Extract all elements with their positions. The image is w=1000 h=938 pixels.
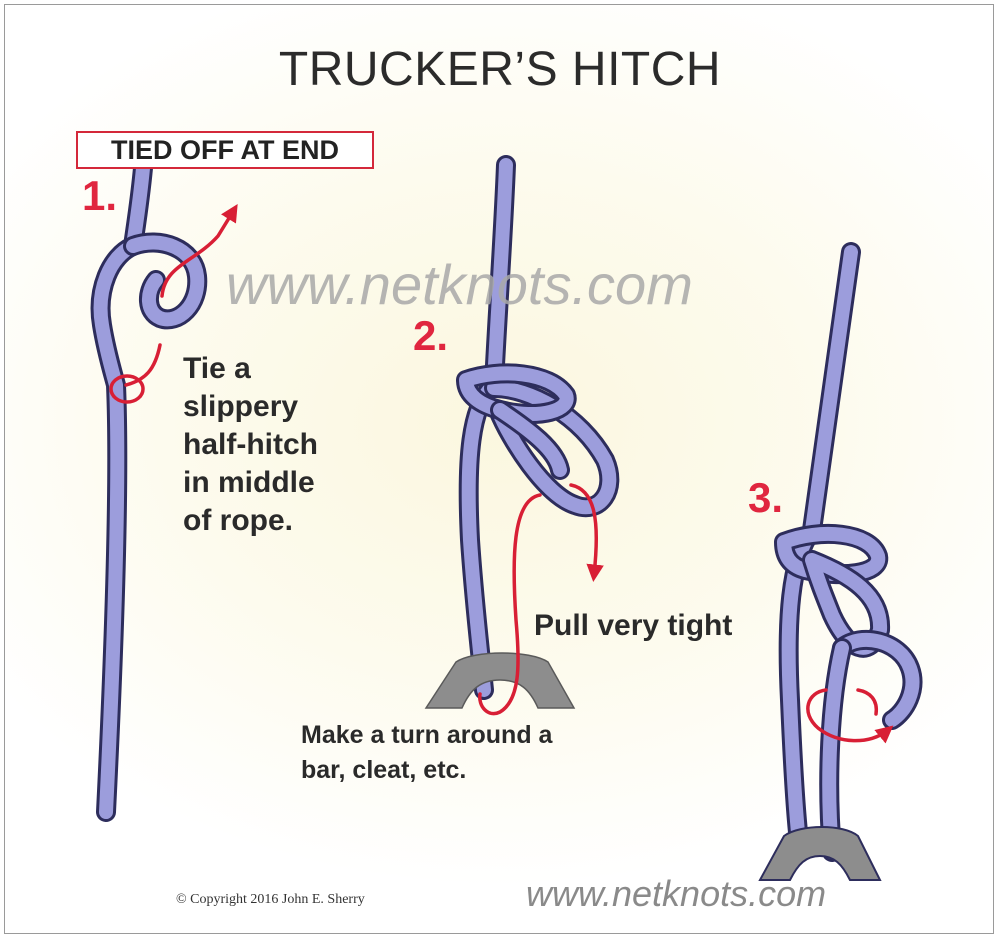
step1-caption-line: of rope. [183, 504, 293, 537]
step1-caption-line: Tie a [183, 352, 251, 385]
step3-rope [774, 242, 923, 862]
step1-caption-line: slippery [183, 390, 299, 423]
step3-bar [758, 826, 882, 881]
turn-caption-line: Make a turn around a [301, 721, 553, 749]
tied-off-label: TIED OFF AT END [76, 131, 374, 169]
turn-caption: Make a turn around a bar, cleat, etc. [301, 718, 552, 788]
step1-rope [90, 158, 208, 822]
watermark-url: www.netknots.com [226, 253, 693, 316]
footer-url: www.netknots.com [526, 873, 827, 914]
step2-bar [424, 652, 576, 709]
step2-red-marks [478, 483, 604, 716]
copyright-notice: © Copyright 2016 John E. Sherry [176, 892, 365, 907]
turn-caption-line: bar, cleat, etc. [301, 756, 467, 784]
step1-caption-line: half-hitch [183, 428, 318, 461]
step1-caption: Tie a slippery half-hitch in middle of r… [183, 350, 318, 540]
step3-red-marks [806, 688, 894, 744]
step3-number: 3. [748, 474, 784, 521]
pull-caption: Pull very tight [534, 609, 733, 642]
step2-number: 2. [413, 312, 449, 359]
step1-red-marks [109, 204, 238, 404]
step1-number: 1. [82, 172, 118, 219]
step1-caption-line: in middle [183, 466, 315, 499]
diagram-title: TRUCKER’S HITCH [278, 43, 722, 96]
step2-rope [456, 155, 620, 700]
